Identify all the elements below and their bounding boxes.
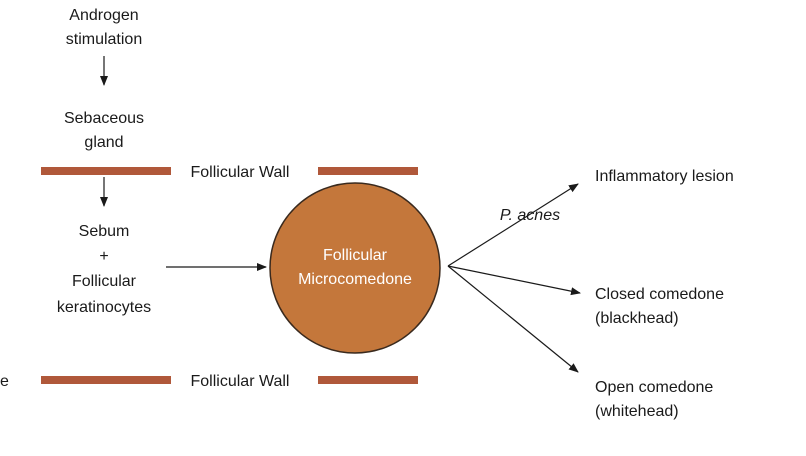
arrow-to-open-comedone [447,265,579,373]
arrow-to-closed-comedone [447,265,581,296]
sebum-label: Sebum [79,223,130,240]
follicular-wall-top-left [41,167,171,175]
androgen-label-line2: stimulation [66,31,142,48]
open-comedone-label-line1: Open comedone [595,379,713,396]
microcomedone-circle [269,182,441,354]
androgen-label-line1: Androgen [69,7,138,24]
open-comedone-label-line2: (whitehead) [595,403,679,420]
follicular-keratinocytes-label-line1: Follicular [72,273,137,290]
microcomedone-label-line1: Follicular [323,247,388,264]
clipped-edge-text: e [0,373,9,390]
arrow-to-inflammatory-lesion [447,183,579,267]
follicular-keratinocytes-label-line2: keratinocytes [57,299,151,316]
sebaceous-gland-label-line2: gland [84,134,123,151]
follicular-wall-top-label: Follicular Wall [191,164,290,181]
follicular-wall-bottom-left [41,376,171,384]
microcomedone-label-line2: Microcomedone [298,271,412,288]
sebaceous-gland-label-line1: Sebaceous [64,110,144,127]
closed-comedone-label-line2: (blackhead) [595,310,679,327]
follicular-wall-bottom-label: Follicular Wall [191,373,290,390]
follicular-wall-bottom-right [318,376,418,384]
follicular-wall-top-right [318,167,418,175]
plus-sign: + [99,248,108,265]
closed-comedone-label-line1: Closed comedone [595,286,724,303]
p-acnes-label: P. acnes [500,207,560,224]
inflammatory-lesion-label: Inflammatory lesion [595,168,734,185]
